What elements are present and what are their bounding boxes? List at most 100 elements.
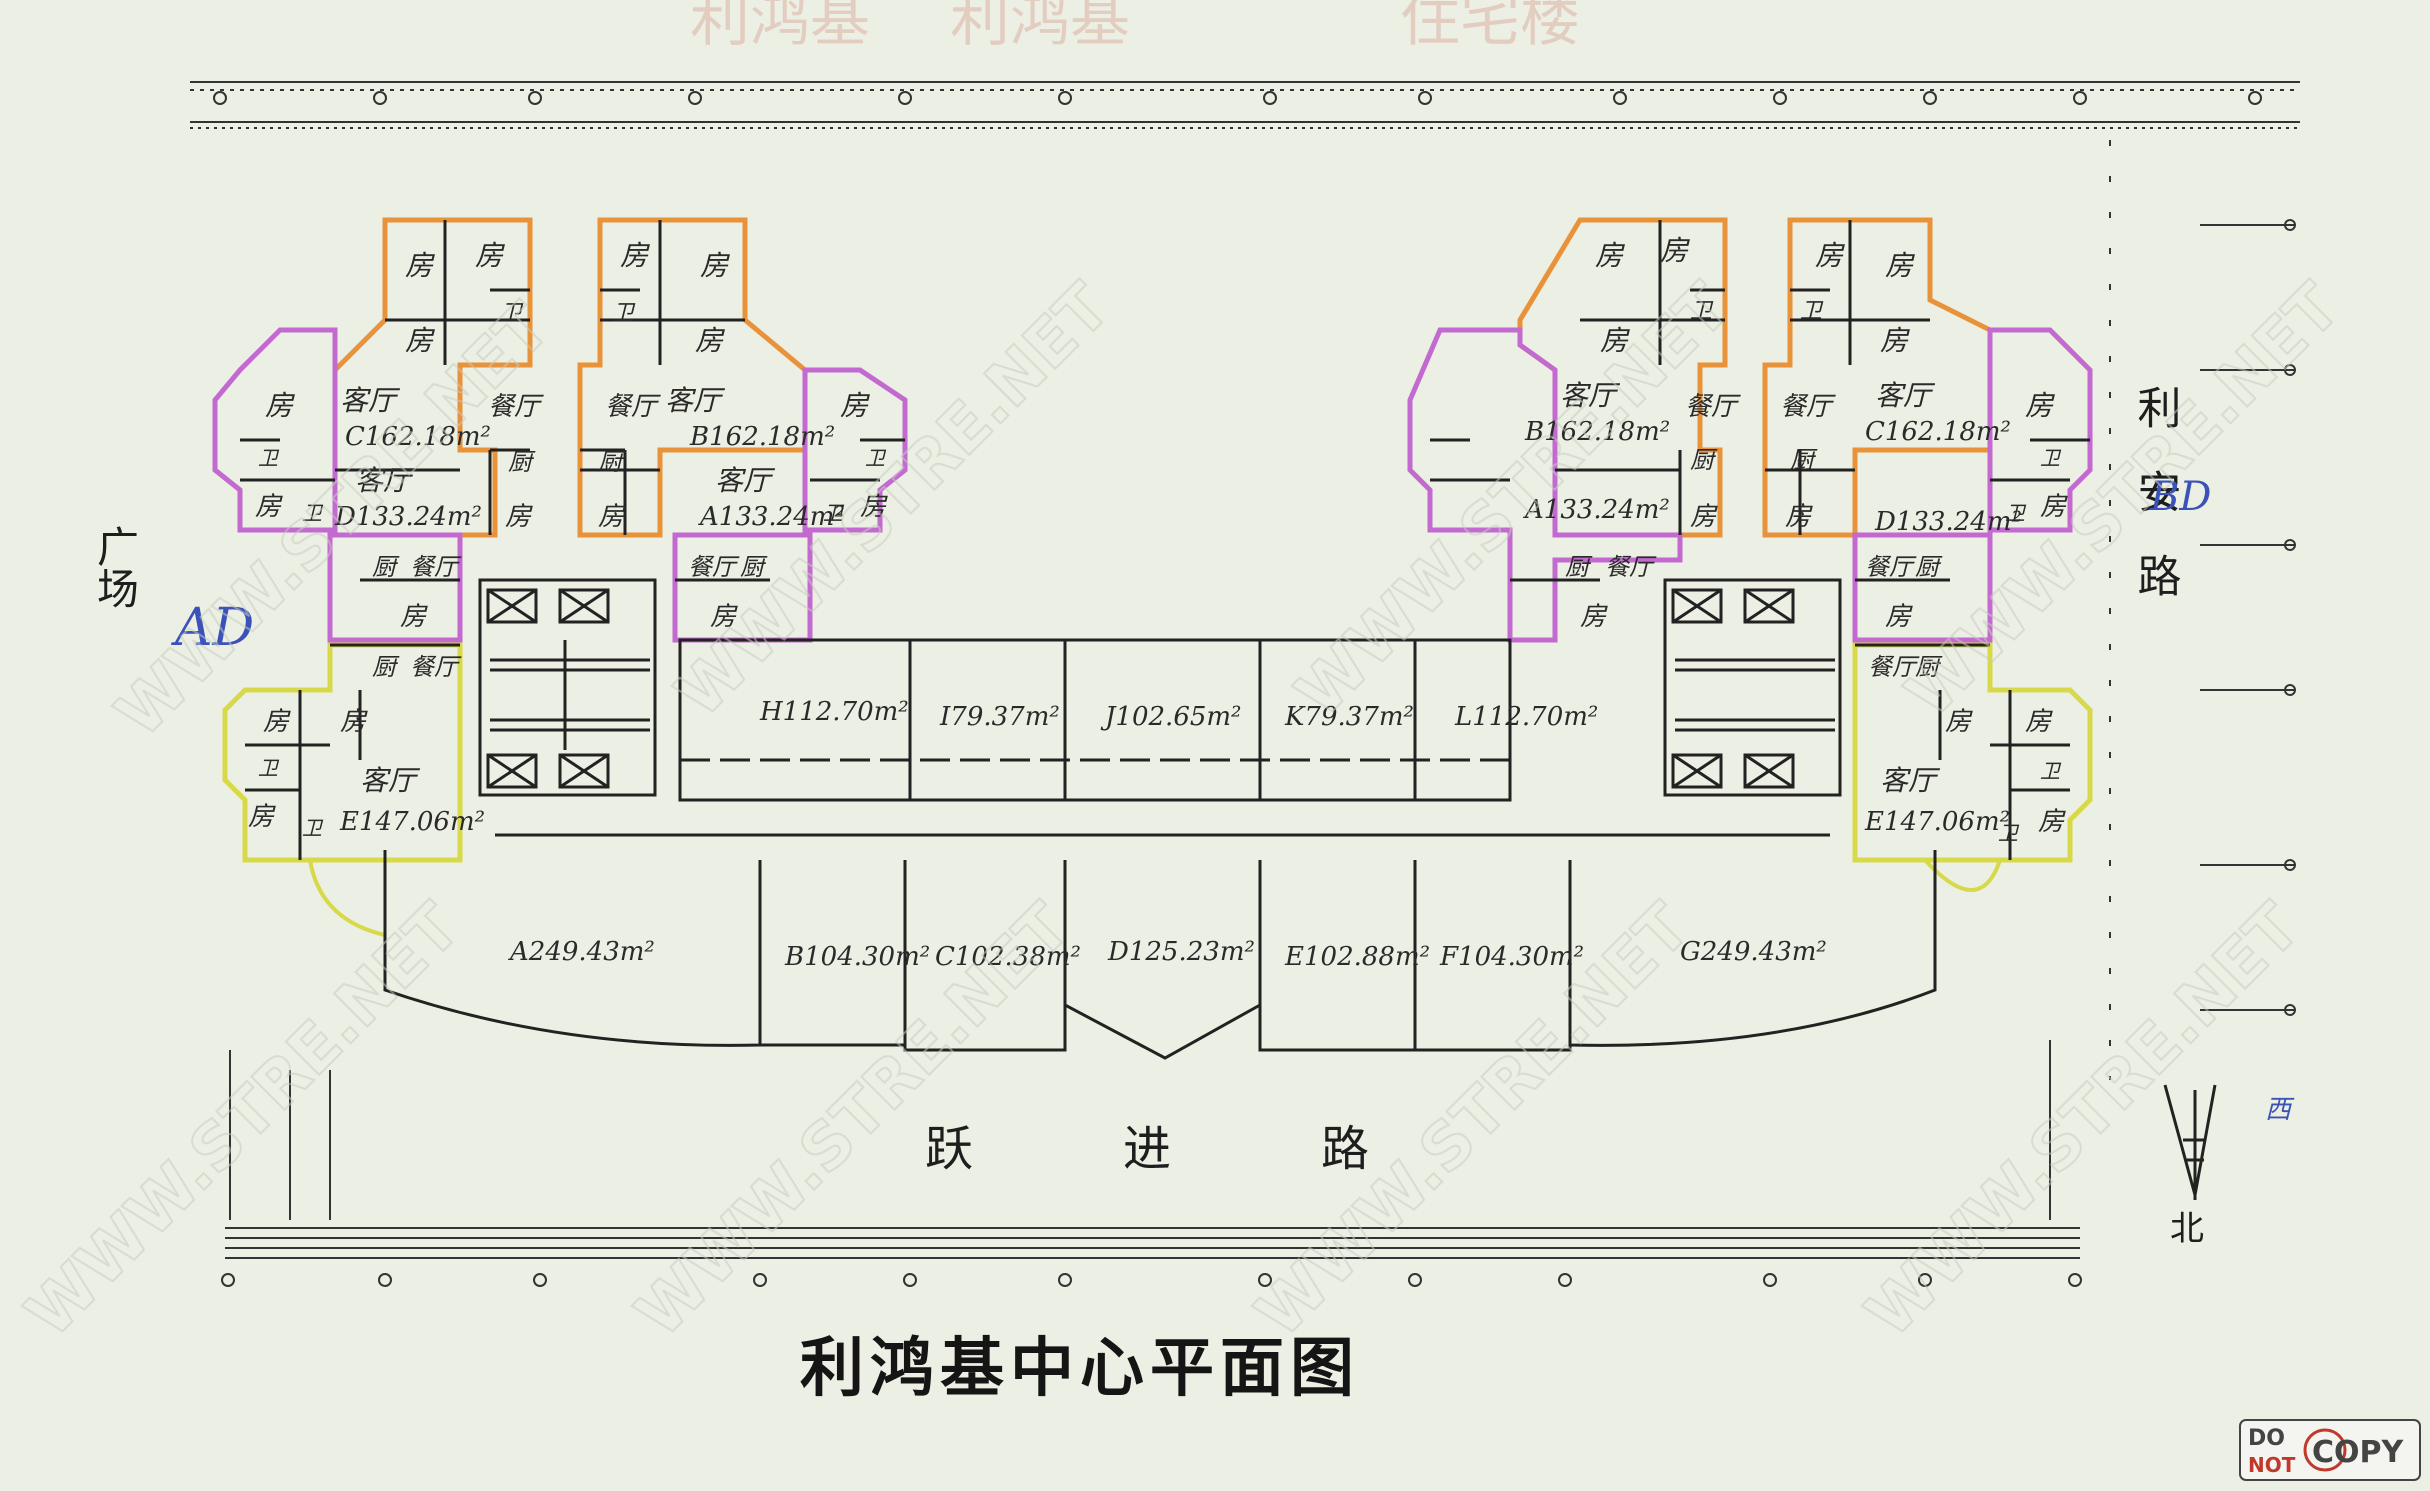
left-unit-d-outline: [212, 327, 463, 643]
room-label: 房: [340, 707, 368, 737]
left-unit-b-outline: [577, 217, 808, 538]
room-label: 房: [1885, 602, 1913, 632]
room-label: 房: [700, 249, 730, 282]
room-label: 卫: [500, 301, 524, 326]
room-label: 房: [840, 389, 870, 422]
stamp-do: DO: [2248, 1426, 2285, 1451]
unit-area-label: E147.06m²: [1864, 807, 2010, 837]
room-label: 厨: [1690, 446, 1718, 474]
room-label: 卫: [2005, 501, 2027, 525]
bottom-axis-markers: [221, 1273, 2082, 1287]
north-arrow-icon: [2163, 1084, 2217, 1200]
room-label: 房: [400, 602, 428, 632]
unit-area-label: D133.24m²: [1874, 507, 2022, 537]
faint-header-3: 利鸿基: [950, 0, 1130, 55]
room-label: 厨: [372, 653, 400, 681]
room-label: 房: [598, 502, 626, 532]
right-axis-markers: [2109, 140, 2296, 1080]
room-label: 卫: [2040, 446, 2062, 470]
left-tower-labels: 房 房 房 卫 房 房 房 卫 客厅 C162.18m² 餐厅 餐厅 客厅 B1…: [248, 239, 888, 840]
shop-b: B104.30m²: [784, 942, 930, 972]
middle-unit-j: J102.65m²: [1100, 702, 1241, 732]
room-label: 房: [1595, 239, 1625, 272]
shops-block: [383, 833, 1937, 1060]
room-label: 餐厅: [1605, 553, 1657, 581]
shop-f: F104.30m²: [1439, 942, 1584, 972]
stamp-not: NOT: [2248, 1453, 2296, 1477]
middle-unit-i: I79.37m²: [939, 702, 1060, 732]
right-core: [1663, 578, 1842, 797]
room-label: 房: [695, 324, 725, 357]
shop-e: E102.88m²: [1284, 942, 1430, 972]
room-label: 餐厅: [605, 392, 661, 422]
room-label: 卫: [302, 816, 324, 840]
compass-label: 北: [2170, 1209, 2204, 1249]
room-label: 厨: [1915, 553, 1943, 581]
room-label: 卫: [258, 756, 280, 780]
watermark-text: WWW.STRE.NET: [1852, 890, 2314, 1352]
top-axis-line: [190, 81, 2300, 129]
right-curved-stair: [1923, 858, 2002, 892]
room-label: 房: [1690, 502, 1718, 532]
room-label: 厨: [740, 553, 768, 581]
shop-g: G249.43m²: [1680, 937, 1827, 967]
room-label: 厨: [1565, 553, 1593, 581]
watermark-text: WWW.STRE.NET: [1892, 270, 2354, 732]
room-label: 客厅: [340, 384, 401, 417]
road-label-bottom: 跃进路: [925, 1121, 1519, 1177]
shop-labels: A249.43m² B104.30m² C102.38m² D125.23m² …: [508, 937, 1827, 972]
room-label: 房: [255, 492, 283, 522]
room-label: 房: [475, 239, 505, 272]
room-label: 房: [1880, 324, 1910, 357]
watermark-text: WWW.STRE.NET: [12, 890, 474, 1352]
unit-area-label: B162.18m²: [1524, 417, 1670, 447]
bottom-road-lines: [225, 1040, 2080, 1259]
room-label: 餐厅: [688, 553, 740, 581]
right-unit-a-outline: [1407, 327, 1683, 643]
room-label: 厨: [1790, 446, 1818, 474]
right-tower-labels: 房 房 房 卫 房 房 房 卫 客厅 B162.18m² 餐厅 餐厅 客厅 C1…: [1523, 234, 2068, 845]
room-label: 餐厅: [1685, 392, 1741, 422]
middle-unit-labels: H112.70m² I79.37m² J102.65m² K79.37m² L1…: [759, 697, 1598, 732]
shop-d: D125.23m²: [1107, 937, 1255, 967]
room-label: 房: [1885, 249, 1915, 282]
room-label: 房: [620, 239, 650, 272]
room-label: 房: [1945, 707, 1973, 737]
note-ad: AD: [171, 598, 254, 658]
room-label: 厨: [508, 448, 536, 476]
right-unit-e-outline: [1852, 642, 2093, 863]
left-core: [478, 578, 657, 797]
faint-header-2: 住宅楼: [1400, 0, 1580, 55]
room-label: 房: [1600, 324, 1630, 357]
room-label: 客厅: [665, 384, 726, 417]
room-label: 餐厅: [1868, 653, 1920, 681]
room-label: 卫: [823, 501, 845, 525]
room-label: 卫: [302, 501, 324, 525]
room-label: 客厅: [355, 464, 416, 497]
room-label: 客厅: [715, 464, 776, 497]
right-unit-c-outline: [1762, 217, 1993, 538]
middle-unit-h: H112.70m²: [759, 697, 909, 727]
unit-area-label: C162.18m²: [1865, 417, 2011, 447]
room-label: 厨: [598, 448, 626, 476]
middle-unit-k: K79.37m²: [1284, 702, 1414, 732]
room-label: 餐厅: [1780, 392, 1836, 422]
shop-c: C102.38m²: [935, 942, 1081, 972]
room-label: 卫: [612, 301, 636, 326]
room-label: 房: [860, 492, 888, 522]
room-label: 厨: [1915, 653, 1943, 681]
room-label: 卫: [865, 446, 887, 470]
left-curved-stair: [308, 859, 386, 937]
road-label-right: 利安路: [2130, 385, 2181, 637]
room-label: 房: [1660, 234, 1690, 267]
room-label: 房: [2040, 492, 2068, 522]
room-label: 房: [505, 502, 533, 532]
room-label: 客厅: [1875, 379, 1936, 412]
room-label: 房: [1815, 239, 1845, 272]
room-label: 卫: [1690, 299, 1714, 324]
left-unit-e-outline: [222, 642, 463, 863]
unit-area-label: A133.24m²: [698, 502, 845, 532]
room-label: 客厅: [1560, 379, 1621, 412]
